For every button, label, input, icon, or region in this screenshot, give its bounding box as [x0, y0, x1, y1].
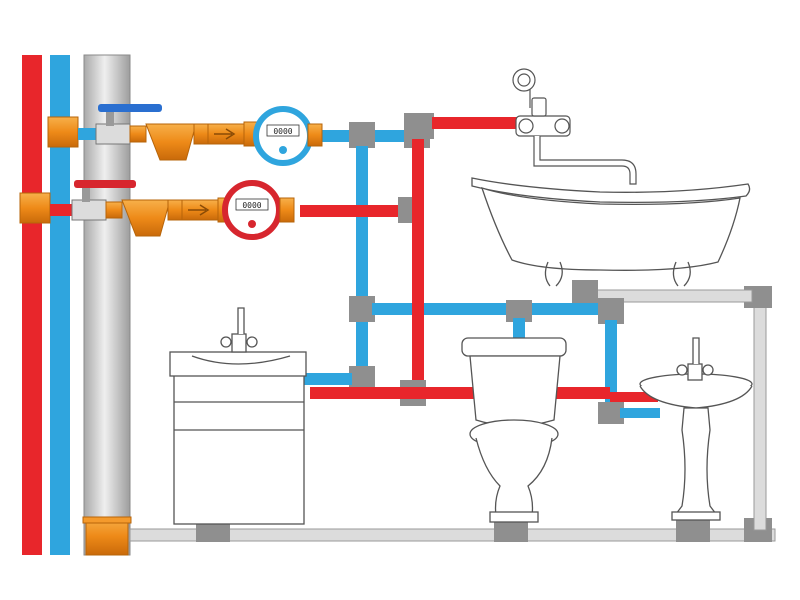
faucet-spout — [692, 337, 700, 364]
meter-display — [266, 124, 300, 137]
cold-elbow — [598, 402, 624, 424]
shower-icon[interactable] — [512, 68, 536, 92]
ball-valve-body — [95, 123, 131, 145]
cold-riser-pipe — [50, 55, 70, 555]
mixer-knob[interactable] — [518, 118, 534, 134]
bathtub-foot — [672, 261, 691, 287]
ball-valve-icon[interactable] — [98, 104, 162, 112]
strainer-filter-icon — [145, 123, 197, 161]
cold-elbow — [598, 298, 624, 324]
coupling-fitting — [105, 201, 123, 219]
shower-mixer — [512, 68, 637, 185]
hot-tee-fitting — [19, 192, 51, 224]
ball-valve-stem — [82, 188, 90, 202]
pedestal-foot — [671, 511, 721, 521]
cold-pipe-pedestal — [620, 408, 660, 418]
coupling-fitting — [307, 123, 323, 147]
faucet-handle[interactable] — [702, 364, 714, 376]
flow-arrow-icon — [188, 204, 210, 216]
pedestal-sink-icon — [639, 337, 753, 521]
meter-dial — [248, 220, 256, 228]
sewer-horizontal-pipe — [129, 528, 776, 542]
tub-spout — [533, 136, 637, 185]
coupling-fitting — [129, 125, 147, 143]
cold-stub — [78, 128, 98, 140]
hot-supply — [300, 113, 658, 406]
cold-branch-pipe — [372, 303, 604, 315]
cold-tee — [349, 296, 375, 322]
toilet-tank-lid — [461, 337, 567, 357]
vanity-cabinet — [173, 373, 305, 525]
toilet-base — [489, 511, 539, 523]
sewer-tub-fitting — [572, 280, 598, 306]
cold-tee-fitting — [47, 116, 79, 148]
bathtub-body — [480, 186, 741, 271]
bathtub-icon — [471, 177, 751, 287]
sewer-vertical-pipe — [753, 295, 767, 531]
hot-pipe-to-shower — [432, 117, 520, 129]
mixer-knob[interactable] — [554, 118, 570, 134]
hot-stub — [50, 204, 74, 216]
faucet-handle[interactable] — [676, 364, 688, 376]
vanity-basin — [191, 355, 291, 365]
sewer-riser-socket-ring — [82, 516, 132, 524]
toilet-icon — [461, 337, 567, 523]
hot-pedestal-pipe — [610, 392, 658, 402]
cold-meter-readout: 0000 — [273, 127, 292, 136]
hot-elbow — [404, 113, 434, 139]
cold-toilet-riser — [513, 318, 525, 338]
diverter — [531, 97, 547, 117]
hot-rise-pipe — [412, 122, 424, 400]
hot-meter-assembly: 0000 — [50, 180, 295, 240]
faucet-spout — [237, 307, 245, 334]
ball-valve-body — [71, 199, 107, 221]
faucet-handle[interactable] — [246, 336, 258, 348]
hot-riser-pipe — [22, 55, 42, 555]
cold-meter-assembly: 0000 — [78, 104, 323, 166]
hot-branch-pipe — [310, 387, 610, 399]
sewer-fitting — [676, 518, 710, 542]
bathtub-rim — [471, 177, 751, 204]
meter-dial — [279, 146, 287, 154]
strainer-filter-icon — [121, 199, 171, 237]
cold-drop-pipe — [356, 146, 368, 378]
faucet-handle[interactable] — [220, 336, 232, 348]
cold-pipe-vanity — [304, 373, 352, 385]
cold-tee-toilet — [506, 300, 532, 322]
sewer-line — [129, 280, 776, 542]
vanity-sink-icon — [169, 307, 307, 525]
coupling-fitting — [279, 197, 295, 223]
ball-valve-icon[interactable] — [74, 180, 136, 188]
faucet-base — [231, 333, 247, 353]
pedestal-basin — [639, 385, 753, 409]
bathtub-foot — [544, 261, 563, 287]
hot-meter-readout: 0000 — [242, 201, 261, 210]
faucet-base — [687, 363, 703, 381]
toilet-tank — [469, 355, 561, 427]
hot-main-pipe — [300, 205, 410, 217]
meter-display — [235, 198, 269, 211]
ball-valve-stem — [106, 112, 114, 126]
flow-arrow-icon — [214, 128, 236, 140]
toilet-bowl — [475, 437, 553, 517]
pedestal-column — [674, 407, 718, 515]
cold-elbow — [349, 122, 375, 148]
